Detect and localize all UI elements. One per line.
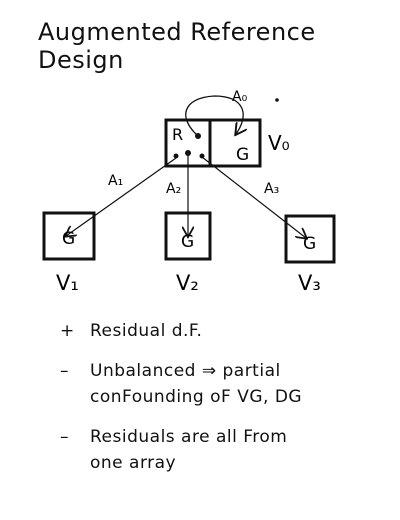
bullet-text-continued: one array bbox=[90, 453, 177, 473]
bullet-text: Unbalanced ⇒ partial bbox=[90, 361, 281, 381]
node-v3: G bbox=[284, 214, 336, 264]
bullet-list: + Residual d.F. – Unbalanced ⇒ partial con… bbox=[60, 318, 380, 490]
bullet-item: + Residual d.F. bbox=[60, 318, 380, 344]
stray-dot bbox=[275, 98, 279, 102]
edge-a3 bbox=[201, 156, 306, 238]
bullet-item: – Unbalanced ⇒ partial conFounding oF VG,… bbox=[60, 358, 380, 410]
node-v2-name: V₂ bbox=[176, 271, 199, 295]
bullet-symbol: – bbox=[60, 427, 69, 447]
node-v0-right-label: G bbox=[236, 145, 249, 165]
bullet-item: – Residuals are all From one array bbox=[60, 424, 380, 476]
bullet-symbol: – bbox=[60, 361, 69, 381]
node-v0: R G bbox=[164, 118, 262, 168]
node-v1: G bbox=[42, 211, 96, 261]
edge-a1-label: A₁ bbox=[108, 173, 123, 189]
bullet-text-continued: conFounding oF VG, DG bbox=[90, 387, 303, 407]
edge-a2-label: A₂ bbox=[166, 181, 181, 197]
node-v2-label: G bbox=[181, 232, 194, 252]
node-v3-label: G bbox=[303, 234, 316, 254]
edge-a3-label: A₃ bbox=[264, 181, 279, 197]
edge-a0-label: A₀ bbox=[232, 89, 248, 105]
bullet-text: Residual d.F. bbox=[90, 321, 203, 341]
bullet-symbol: + bbox=[60, 321, 75, 341]
node-v1-name: V₁ bbox=[56, 271, 79, 295]
node-v0-name: V₀ bbox=[268, 131, 290, 155]
diagram-title: Augmented Reference Design bbox=[38, 18, 316, 74]
edge-a1 bbox=[66, 157, 177, 236]
node-v1-label: G bbox=[62, 229, 75, 249]
edge-a0 bbox=[185, 95, 243, 136]
node-v0-left-label: R bbox=[172, 125, 183, 144]
node-v3-name: V₃ bbox=[298, 271, 321, 295]
node-v2: G bbox=[164, 211, 212, 261]
bullet-text: Residuals are all From bbox=[90, 427, 288, 447]
